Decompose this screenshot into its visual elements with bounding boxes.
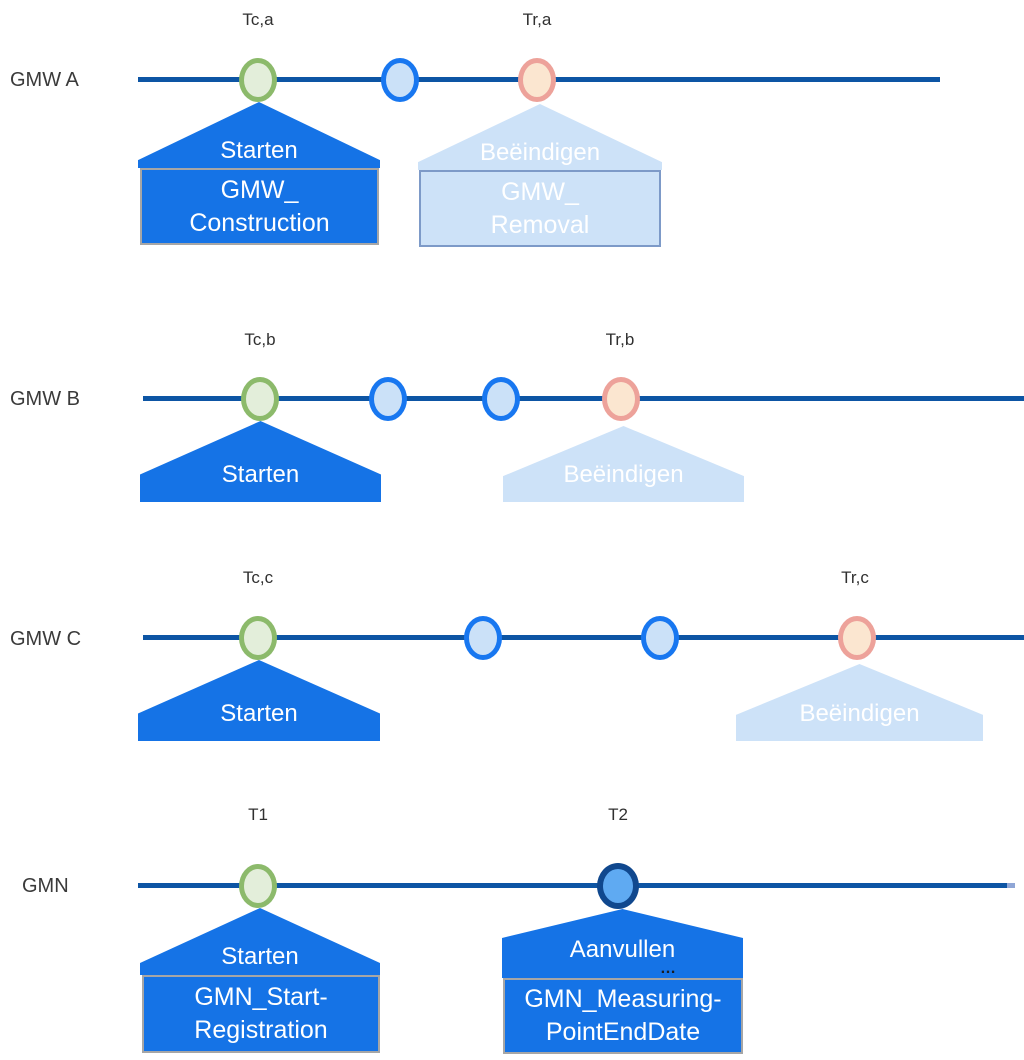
box-gmn-start-registration: GMN_Start- Registration [142,975,380,1053]
marker-construction-b-icon [241,377,279,421]
row-label-gmw-b: GMW B [10,388,80,410]
house-beeindigen-b: Beëindigen [503,426,744,502]
tick-label-tr-b: Tr,b [605,330,635,349]
house-aanvullen-gmn: Aanvullen … [502,909,743,978]
box-gmw-removal: GMW_ Removal [419,170,661,247]
box-line: GMW_ [220,175,299,204]
timeline-gmw-b [143,396,1024,401]
box-line: Registration [194,1016,328,1044]
row-label-gmw-c: GMW C [10,628,82,650]
house-starten-b: Starten [140,421,381,502]
tick-label-t1: T1 [248,805,268,824]
box-line: GMW_ [501,177,579,206]
box-line: Removal [490,210,590,239]
tick-label-tr-a: Tr,a [522,10,552,29]
marker-registration-start-icon [239,864,277,908]
house-starten-gmn-label: Starten [221,943,299,970]
marker-removal-c-icon [838,616,876,660]
row-label-gmw-a: GMW A [10,69,79,91]
house-starten-a: Starten [138,102,380,168]
house-beeindigen-b-label: Beëindigen [563,461,684,488]
house-beeindigen-c-label: Beëindigen [799,700,920,727]
tick-label-tc-c: Tc,c [242,568,274,587]
marker-event-c2-icon [641,616,679,660]
timeline-gmw-c [143,635,1024,640]
marker-removal-b-icon [602,377,640,421]
marker-construction-c-icon [239,616,277,660]
marker-construction-a-icon [239,58,277,102]
timeline-gmn-end-cap [1007,883,1015,888]
tick-label-tr-c: Tr,c [841,568,869,587]
house-beeindigen-c: Beëindigen [736,664,983,741]
box-gmw-construction: GMW_ Construction [140,168,379,245]
row-label-gmn: GMN [22,875,69,897]
house-starten-c-label: Starten [220,700,298,727]
marker-event-b1-icon [369,377,407,421]
box-gmn-measuring-point-end-date: GMN_Measuring- PointEndDate [503,978,743,1054]
house-aanvullen-gmn-label: Aanvullen [569,936,676,963]
box-line: PointEndDate [545,1018,701,1046]
marker-event-a-icon [381,58,419,102]
box-line: GMN_Start- [194,983,328,1011]
box-line: GMN_Measuring- [524,985,722,1013]
house-beeindigen-a: Beëindigen [418,104,662,170]
house-starten-b-label: Starten [221,461,300,488]
house-starten-gmn: Starten [140,908,380,975]
house-starten-c: Starten [138,660,380,741]
tick-label-tc-b: Tc,b [244,330,276,349]
ellipsis-label: … [660,960,677,977]
house-beeindigen-a-label: Beëindigen [479,139,601,166]
marker-event-c1-icon [464,616,502,660]
tick-label-tc-a: Tc,a [242,10,274,29]
marker-event-b2-icon [482,377,520,421]
timeline-gmn [138,883,1007,888]
house-starten-a-label: Starten [220,137,298,164]
box-line: Construction [189,208,330,237]
marker-measuring-point-end-icon [597,863,639,909]
marker-removal-a-icon [518,58,556,102]
tick-label-t2: T2 [608,805,628,824]
